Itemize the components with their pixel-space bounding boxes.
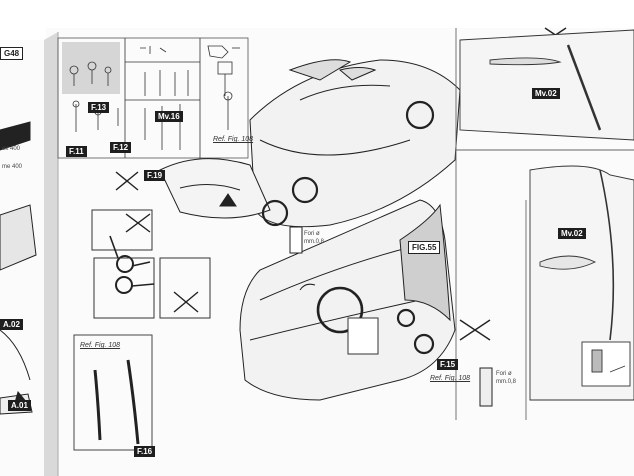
left-page-drawings: [0, 47, 37, 415]
car-body-shell: [73, 27, 567, 451]
label-fig55: FIG.55: [408, 241, 441, 254]
label-f12: F.12: [110, 142, 132, 153]
ref-fig-108-bottom: Ref. Fig. 108: [430, 375, 471, 382]
label-f16: F.16: [134, 446, 156, 457]
ref-fig-108-left: Ref. Fig. 108: [80, 342, 121, 349]
book-gutter: [44, 32, 58, 476]
label-mv02-top: Mv.02: [532, 88, 560, 99]
right-panel-drawings: [455, 28, 634, 420]
drill-note-bottom: Fori ø mm.0,8: [496, 371, 517, 385]
left-page-note-1: ex 400: [2, 146, 21, 152]
label-f13: F.13: [88, 102, 110, 113]
label-f11: F.11: [66, 146, 87, 157]
label-a01: A.01: [8, 400, 31, 411]
ref-fig-108-top: Ref. Fig. 108: [213, 136, 254, 143]
label-mv02-mid: Mv.02: [558, 228, 586, 239]
label-f19: F.19: [144, 170, 166, 181]
label-f15: F.15: [437, 359, 459, 370]
label-mv16: Mv.16: [155, 111, 183, 122]
drill-note-top: Fori ø mm.0,8: [304, 231, 325, 245]
left-page-note-2: me 400: [2, 164, 23, 170]
label-a02: A.02: [0, 319, 23, 330]
parts-grid: [57, 37, 249, 159]
left-page-code-label: G48: [0, 47, 24, 60]
